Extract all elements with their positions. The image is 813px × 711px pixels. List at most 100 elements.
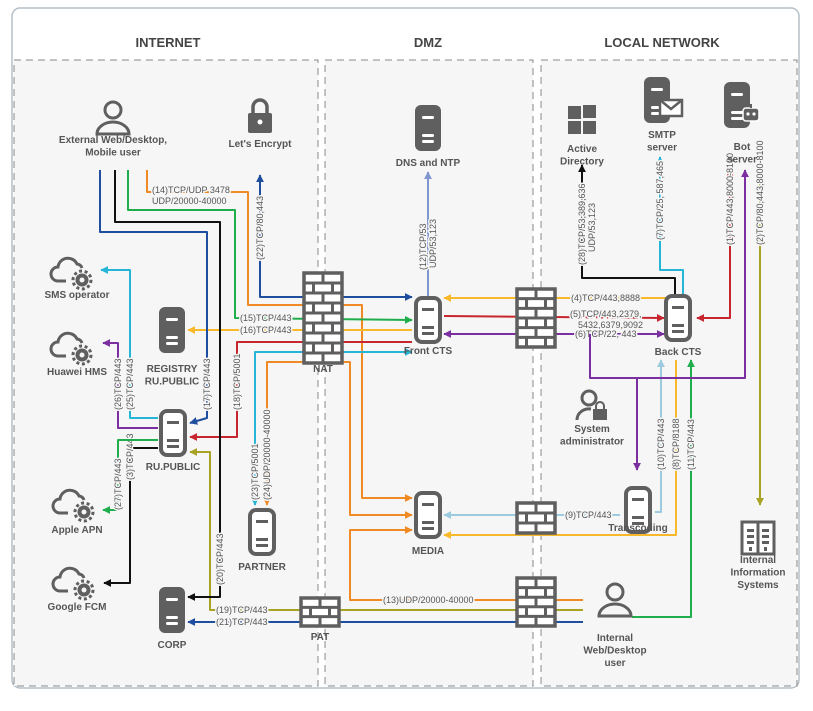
connection-e8: (8)TCP/8188 xyxy=(443,360,683,539)
node-front-cts[interactable]: Front CTS xyxy=(404,296,453,357)
server-icon xyxy=(159,587,185,633)
connection-label: (18)TCP/5001 xyxy=(232,353,242,410)
connection-e26: (26)TCP/443 xyxy=(102,339,158,429)
node-label: Systems xyxy=(737,580,779,591)
zone-title-local: LOCAL NETWORK xyxy=(604,35,720,50)
node-dns-ntp[interactable]: DNS and NTP xyxy=(396,105,461,169)
connection-label: UDP/20000-40000 xyxy=(152,196,227,206)
node-back-cts[interactable]: Back CTS xyxy=(655,294,702,358)
lock-icon xyxy=(248,98,272,133)
connection-label: (22)TCP/80,443 xyxy=(255,196,265,260)
connection-label: (2)TCP/80,443,8000-8100 xyxy=(755,140,765,245)
connection-e23: (23)TCP/5001 xyxy=(249,348,413,506)
admin-lock-icon xyxy=(575,389,607,421)
node-label: RU.PUBLIC xyxy=(145,377,199,388)
node-lets-encrypt[interactable]: Let's Encrypt xyxy=(229,98,293,150)
node-label: PARTNER xyxy=(238,562,286,573)
connection-media_orange xyxy=(349,500,413,519)
node-label: Web/Desktop xyxy=(583,646,646,657)
node-label: DNS and NTP xyxy=(396,158,461,169)
connection-label: (19)TCP/443 xyxy=(216,605,268,615)
node-external-user[interactable]: External Web/Desktop,Mobile user xyxy=(59,100,167,159)
connection-line xyxy=(251,348,413,506)
node-corp[interactable]: CORP xyxy=(158,587,187,651)
node-label: Internal xyxy=(740,555,776,566)
connection-label: (10)TCP/443 xyxy=(656,418,666,470)
server-icon xyxy=(159,409,187,457)
connection-e15: (15)TCP/443 xyxy=(127,170,413,325)
node-transcoding[interactable]: Transcoding xyxy=(608,486,668,534)
node-nat[interactable]: NAT xyxy=(302,271,344,375)
cloud-gear-icon xyxy=(51,566,95,601)
connection-e11: (11)TCP/443 xyxy=(632,359,698,618)
node-label: server xyxy=(727,155,757,166)
connection-line xyxy=(632,359,695,618)
connection-label: (1)TCP/443,8000-8100 xyxy=(725,153,735,245)
node-registry[interactable]: REGISTRY RU.PUBLIC xyxy=(145,307,199,388)
zone-dmz xyxy=(324,59,534,687)
node-label: SMS operator xyxy=(44,290,109,301)
node-label: Mobile user xyxy=(85,148,141,159)
node-rupublic[interactable]: RU.PUBLIC xyxy=(146,409,200,473)
connection-label: (8)TCP/8188 xyxy=(671,418,681,470)
connection-e19: (19)TCP/443 xyxy=(189,448,583,617)
node-label: Front CTS xyxy=(404,346,453,357)
connection-e16: (16)TCP/443 xyxy=(187,324,412,337)
connection-label: (7)TCP/25, 587,465 xyxy=(655,161,665,240)
server-icon xyxy=(415,105,441,151)
connection-line xyxy=(102,339,158,429)
node-label: REGISTRY xyxy=(147,364,198,375)
connection-label: (11)TCP/443 xyxy=(686,419,696,470)
node-label: administrator xyxy=(560,437,624,448)
node-sms[interactable]: SMS operator xyxy=(44,256,110,301)
node-pat[interactable]: PAT xyxy=(299,596,341,643)
connection-line xyxy=(114,170,221,601)
connection-e13: (13)UDP/20000-40000 xyxy=(349,526,583,607)
node-label: Information xyxy=(731,568,786,579)
node-label: NAT xyxy=(313,364,333,375)
node-label: Let's Encrypt xyxy=(229,139,293,150)
connection-label: (17)TCP/443 xyxy=(202,358,212,410)
server-icon xyxy=(664,294,692,342)
connection-line xyxy=(578,164,676,296)
connection-e22: (22)TCP/80,443 xyxy=(254,174,413,301)
node-label: user xyxy=(604,658,625,669)
node-google[interactable]: Google FCM xyxy=(48,566,107,613)
firewall-icon xyxy=(302,271,344,365)
server-icon xyxy=(624,486,652,534)
node-label: Google FCM xyxy=(48,602,107,613)
firewall-icon xyxy=(515,501,557,535)
node-media[interactable]: MEDIA xyxy=(412,491,444,557)
connection-e27: (27)TCP/443 xyxy=(102,439,158,514)
connection-label: (9)TCP/443 xyxy=(565,510,612,520)
connection-label: (13)UDP/20000-40000 xyxy=(383,595,474,605)
zone-title-internet: INTERNET xyxy=(136,35,201,50)
connection-line xyxy=(349,526,583,601)
node-label: Huawei HMS xyxy=(47,367,107,378)
connection-line xyxy=(100,266,158,419)
node-label: RU.PUBLIC xyxy=(146,462,200,473)
connection-label: (14)TCP/UDP 3478 xyxy=(152,185,230,195)
connection-line xyxy=(589,169,749,379)
connection-e10: (10)TCP/443 xyxy=(655,359,668,513)
node-label: server xyxy=(647,143,677,154)
connection-label: (6)TCP/22, 443 xyxy=(575,329,637,339)
building-icon xyxy=(740,520,776,556)
connection-label: (28)TCP/53,389,636 xyxy=(577,183,587,265)
user-icon xyxy=(597,582,633,618)
node-huawei[interactable]: Huawei HMS xyxy=(47,331,107,378)
connection-line xyxy=(443,360,677,539)
user-icon xyxy=(95,100,131,136)
cloud-gear-icon xyxy=(49,331,93,366)
node-apple[interactable]: Apple APN xyxy=(51,488,103,536)
node-partner[interactable]: PARTNER xyxy=(238,508,287,573)
connection-e17: (17)TCP/443 xyxy=(99,170,214,425)
